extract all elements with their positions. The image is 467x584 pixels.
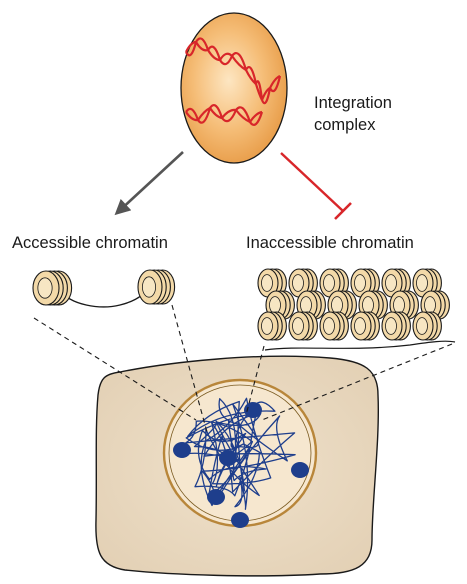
cell bbox=[96, 356, 378, 576]
linker-dna bbox=[60, 285, 146, 307]
nucleosome-face bbox=[332, 297, 343, 314]
nucleosome-face bbox=[262, 318, 273, 335]
nucleosome-face bbox=[417, 318, 428, 335]
nucleosome-face bbox=[324, 275, 335, 292]
nucleosome-face bbox=[293, 275, 304, 292]
nucleosome-face bbox=[386, 318, 397, 335]
inhibit-arrow bbox=[281, 153, 351, 219]
nucleosome-face bbox=[363, 297, 374, 314]
fiber-backbone bbox=[265, 341, 455, 350]
integration-complex-line2: complex bbox=[314, 116, 375, 134]
nucleosome-face bbox=[38, 278, 52, 298]
nucleosome-face bbox=[324, 318, 335, 335]
nucleosome-left bbox=[33, 271, 72, 305]
nucleosome-face bbox=[355, 318, 366, 335]
nucleosome-face bbox=[386, 275, 397, 292]
nucleosome-face bbox=[417, 275, 428, 292]
nucleosome-right bbox=[138, 270, 175, 304]
integration-complex-line1: Integration bbox=[314, 94, 392, 112]
accessible-chromatin-label: Accessible chromatin bbox=[12, 232, 168, 254]
nucleosome-face bbox=[301, 297, 312, 314]
integration-complex bbox=[181, 13, 287, 163]
nucleosome-face bbox=[142, 277, 155, 297]
nucleosome-face bbox=[425, 297, 436, 314]
inaccessible-chromatin-fiber bbox=[258, 269, 455, 350]
inaccessible-chromatin-label: Inaccessible chromatin bbox=[246, 232, 414, 254]
heterochromatin-blob bbox=[244, 402, 262, 418]
nucleosome-face bbox=[293, 318, 304, 335]
heterochromatin-blob bbox=[291, 462, 309, 478]
promote-arrow bbox=[118, 152, 183, 212]
heterochromatin-blob bbox=[219, 450, 237, 466]
nucleosome-face bbox=[394, 297, 405, 314]
integration-complex-label: Integration complex bbox=[314, 92, 392, 136]
inhibit-arrow-shaft bbox=[281, 153, 343, 211]
nucleosome-face bbox=[355, 275, 366, 292]
heterochromatin-blob bbox=[207, 489, 225, 505]
nucleosome-face bbox=[262, 275, 273, 292]
accessible-chromatin bbox=[33, 270, 175, 307]
heterochromatin-blob bbox=[173, 442, 191, 458]
nucleosome-face bbox=[270, 297, 281, 314]
heterochromatin-blob bbox=[231, 512, 249, 528]
